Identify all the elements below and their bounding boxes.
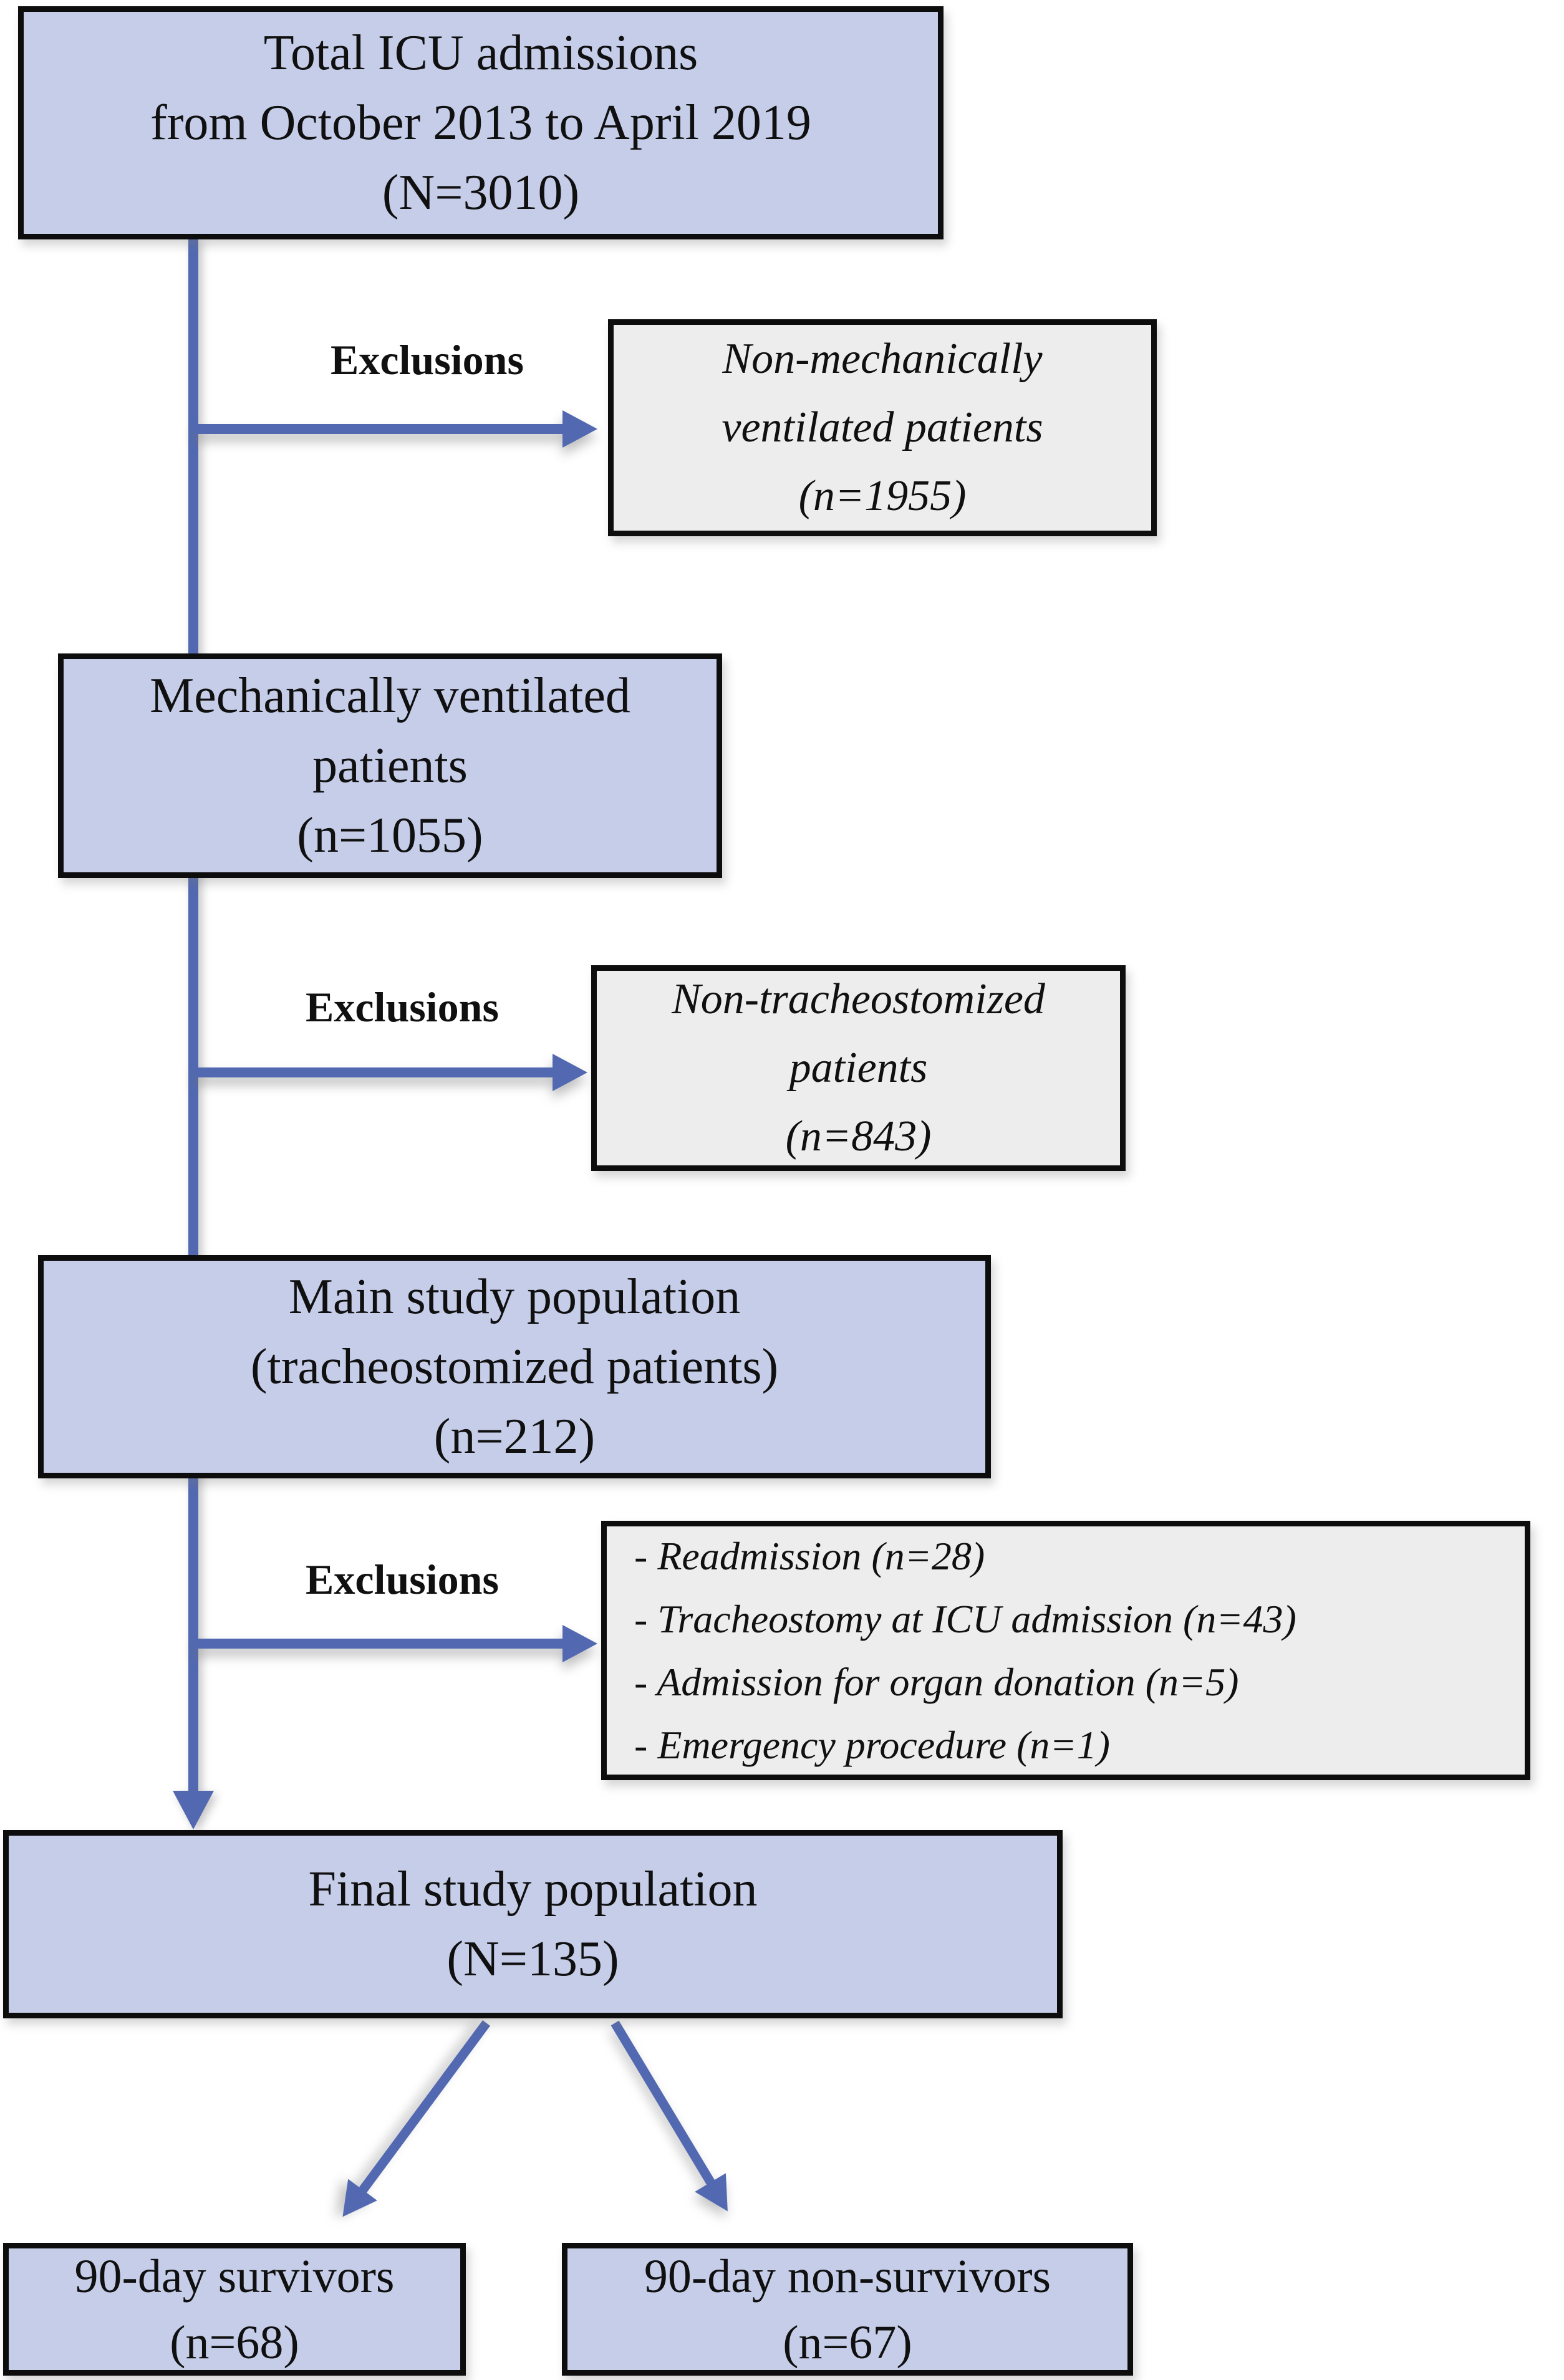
box-line: from October 2013 to April 2019 [150,95,811,150]
box-mechanically-ventilated: Mechanically ventilated patients (n=1055… [58,653,722,878]
exclusions-arrow-1 [195,424,564,434]
box-line: (N=135) [447,1932,619,1987]
box-final-study-population: Final study population (N=135) [3,1830,1063,2018]
exclusion-box-other-reasons: - Readmission (n=28) - Tracheostomy at I… [601,1521,1530,1780]
exclusions-label-2: Exclusions [306,983,499,1031]
box-total-admissions: Total ICU admissions from October 2013 t… [18,6,944,239]
box-line: (n=212) [433,1409,596,1464]
box-line: (tracheostomized patients) [250,1339,779,1394]
box-line: Non-mechanically [722,335,1043,383]
box-line: patients [312,738,468,793]
box-line: Main study population [288,1269,741,1324]
box-line: (n=68) [170,2316,299,2369]
exclusions-label-3: Exclusions [306,1556,499,1603]
box-line: (n=67) [783,2316,912,2369]
arrow-to-non-survivors [611,2020,715,2186]
box-90-day-survivors: 90-day survivors (n=68) [3,2243,466,2376]
box-line: - Admission for organ donation (n=5) [634,1660,1239,1704]
box-line: - Readmission (n=28) [634,1534,985,1578]
box-line: Total ICU admissions [263,26,698,80]
box-line: 90-day survivors [74,2250,395,2303]
exclusions-arrow-3 [195,1639,564,1649]
box-line: Non-tracheostomized [672,975,1045,1023]
box-line: - Tracheostomy at ICU admission (n=43) [634,1597,1296,1641]
box-main-study-population: Main study population (tracheostomized p… [38,1255,991,1478]
exclusions-label-1: Exclusions [331,336,524,383]
box-line: (N=3010) [382,165,580,220]
box-90-day-non-survivors: 90-day non-survivors (n=67) [562,2243,1133,2376]
box-line: (n=1955) [798,472,967,520]
exclusion-box-non-mechanically-ventilated: Non-mechanically ventilated patients (n=… [608,319,1157,536]
box-line: Mechanically ventilated [150,668,630,723]
arrow-down-icon [173,1791,214,1829]
box-line: ventilated patients [722,403,1043,451]
box-line: 90-day non-survivors [644,2250,1051,2303]
spine-connector [188,237,198,1792]
exclusions-arrow-2 [195,1067,554,1077]
box-line: patients [789,1044,928,1092]
box-line: Final study population [308,1862,758,1917]
arrow-to-survivors [358,2020,491,2194]
box-line: (n=1055) [297,808,483,863]
box-line: - Emergency procedure (n=1) [634,1723,1110,1767]
box-line: (n=843) [785,1112,932,1160]
exclusion-box-non-tracheostomized: Non-tracheostomized patients (n=843) [591,965,1126,1171]
